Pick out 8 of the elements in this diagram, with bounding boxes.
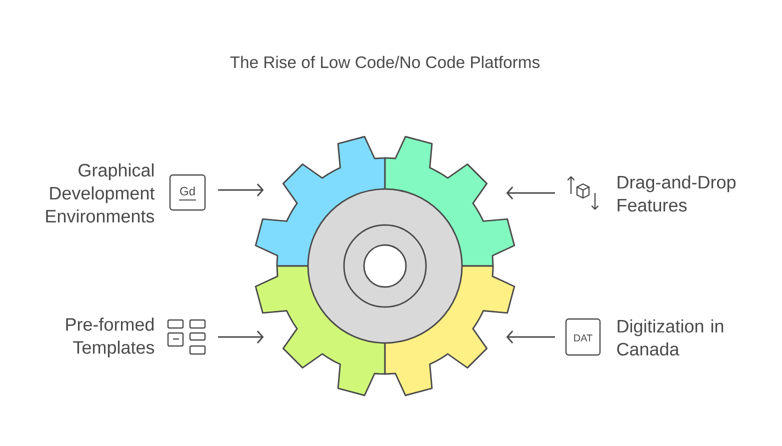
title: The Rise of Low Code/No Code Platforms [230, 56, 540, 68]
feature-label: Pre-formed Templates [66, 318, 154, 358]
arrow [218, 184, 264, 196]
arrow [506, 186, 555, 200]
arrow [506, 330, 555, 344]
feature-label: Graphical Development Environments [46, 163, 155, 223]
feature-label: Digitization in Canada [617, 319, 724, 356]
feature-label: Drag-and-Drop Features [618, 175, 736, 212]
